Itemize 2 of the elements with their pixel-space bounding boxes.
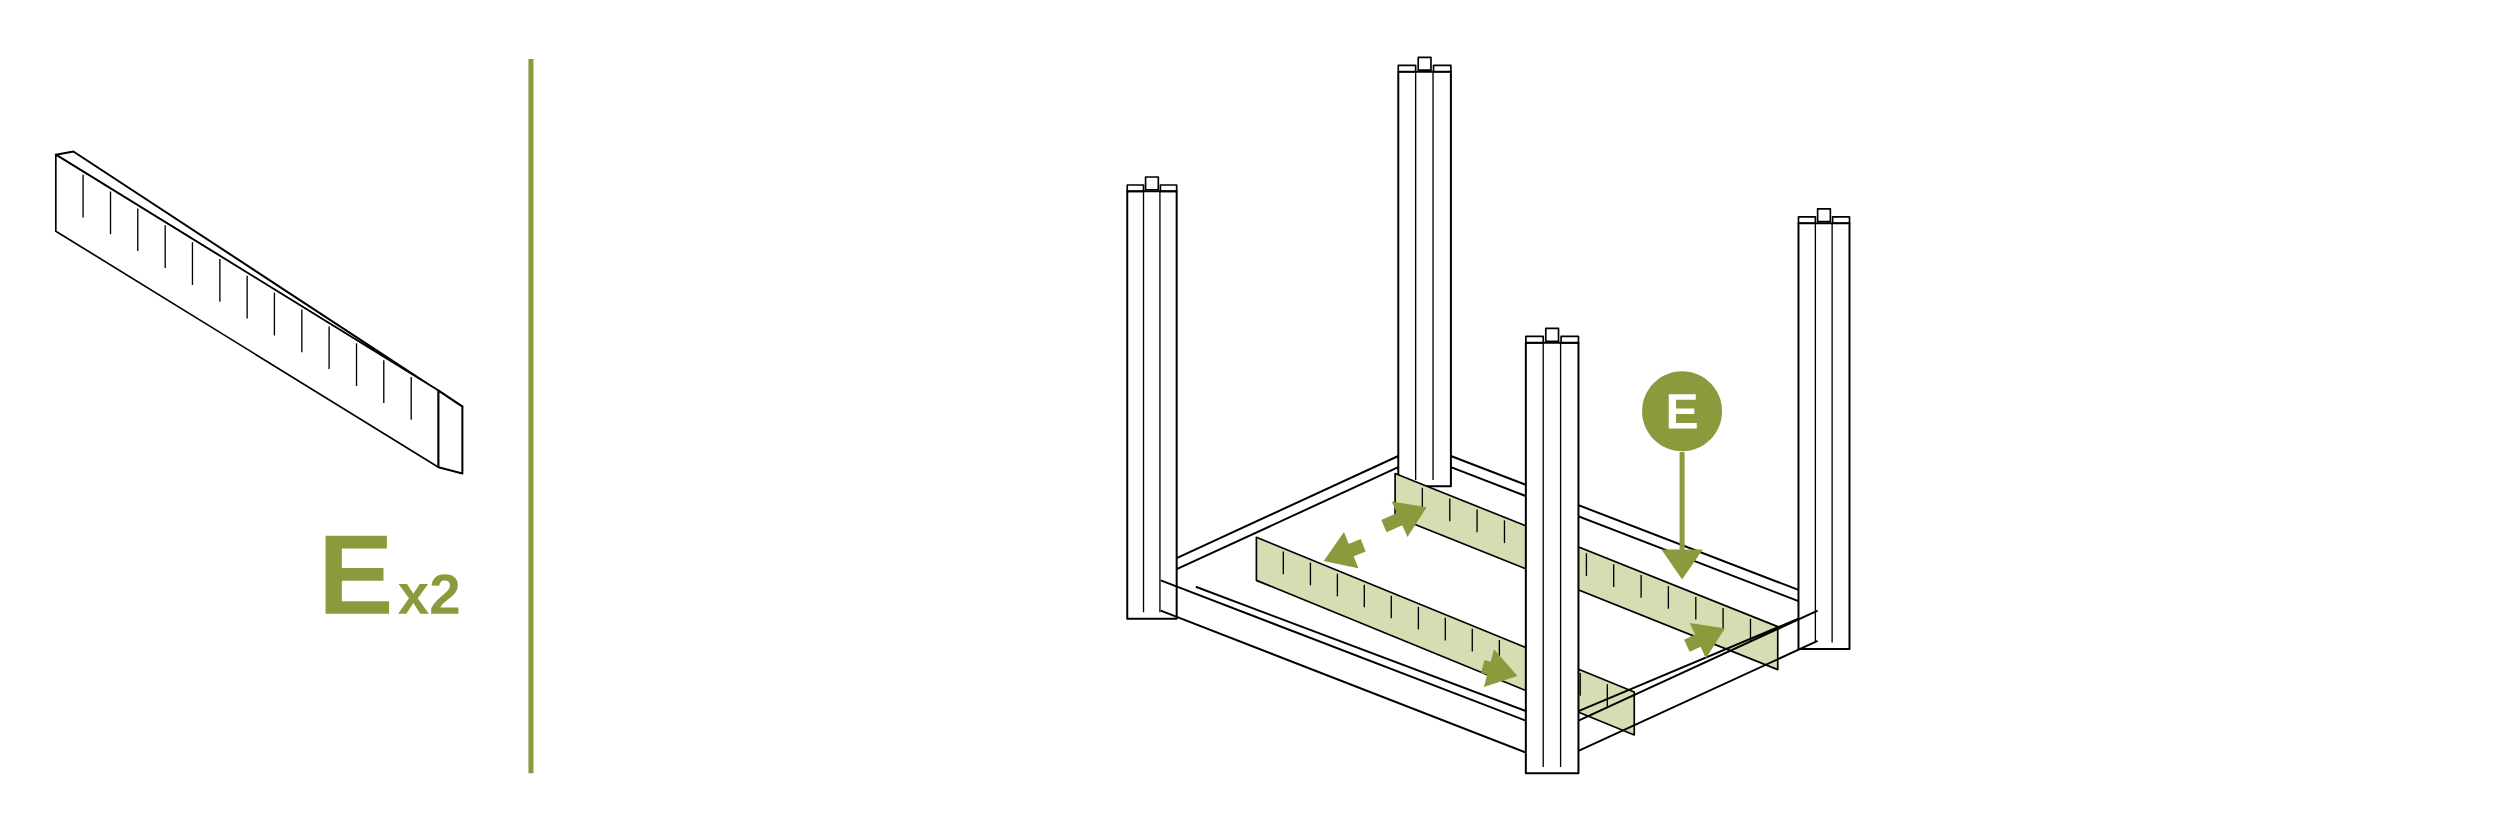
- part-letter: E: [325, 535, 390, 614]
- quantity-label: x2: [398, 574, 459, 614]
